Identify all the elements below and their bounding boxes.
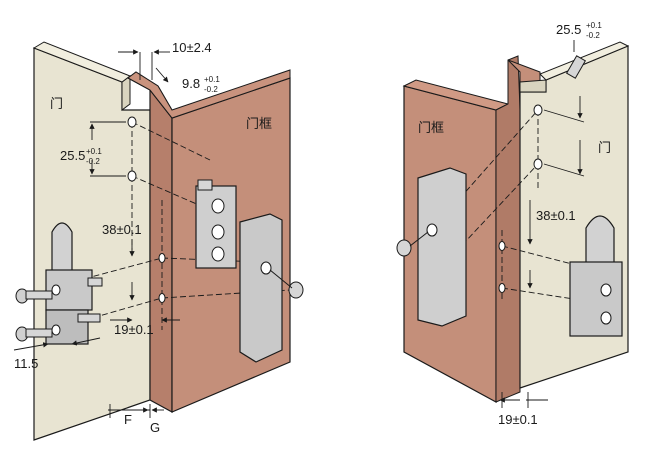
dim-horizontal-pitch: 19±0.1: [114, 322, 154, 337]
right-view: 门框 门 25.5 +0.1 -0.2 38±0.1 19±0.1: [396, 21, 630, 427]
left-view: 门 门框 10±2.4 9.8 +0.1 -0.2 25.5 +0.1 -0.2…: [13, 40, 304, 441]
right-dim-horizontal-pitch: 19±0.1: [498, 412, 538, 427]
right-frame-hinge-leaf: [396, 167, 467, 327]
right-door-holes: [498, 104, 543, 293]
left-frame-hinge-leaf: [239, 213, 304, 363]
left-frame-hinge-block: [195, 179, 237, 269]
dim-offset: 9.8: [182, 76, 200, 91]
dim-hole-to-edge-tol-minus: -0.2: [86, 157, 100, 166]
right-door-label: 门: [598, 141, 611, 156]
left-door-label: 门: [50, 97, 63, 112]
right-dim-vertical-pitch: 38±0.1: [536, 208, 576, 223]
dim-offset-tol-minus: -0.2: [204, 85, 218, 94]
dim-hole-to-edge: 25.5: [60, 148, 85, 163]
right-dim-hole-to-edge-tol-plus: +0.1: [586, 21, 602, 30]
letter-f: F: [124, 412, 132, 427]
left-door-holes: [127, 116, 166, 303]
right-dim-hole-to-edge: 25.5: [556, 22, 581, 37]
right-dimension-lines: [499, 40, 585, 408]
right-hinge-pin-part: [569, 215, 623, 337]
dim-offset-tol-plus: +0.1: [204, 75, 220, 84]
left-hinge-pin-part: [45, 222, 93, 345]
right-top-screw: [565, 55, 587, 79]
right-frame-label: 门框: [418, 121, 444, 136]
left-dimension-lines: [13, 49, 180, 418]
left-frame-label: 门框: [246, 117, 272, 132]
dim-hole-to-edge-tol-plus: +0.1: [86, 147, 102, 156]
left-screws: [15, 277, 103, 342]
dim-screw-offset: 11.5: [14, 356, 38, 371]
dim-vertical-pitch: 38±0.1: [102, 222, 142, 237]
right-dim-hole-to-edge-tol-minus: -0.2: [586, 31, 600, 40]
letter-g: G: [150, 420, 160, 435]
dim-gap-top: 10±2.4: [172, 40, 212, 55]
